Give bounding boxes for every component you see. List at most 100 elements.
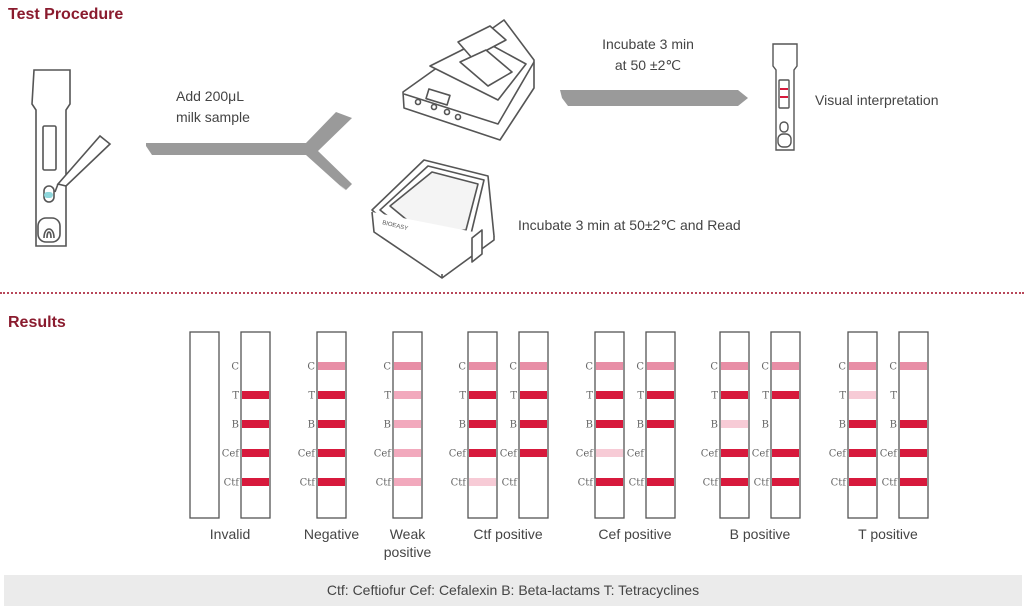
step-add-line-1: Add 200μL <box>176 88 245 104</box>
band-b <box>900 420 927 428</box>
band-label: Cef <box>449 449 468 460</box>
band-label: Ctf <box>578 478 595 489</box>
band-label: B <box>839 420 846 431</box>
band-c <box>318 362 345 370</box>
result-category-label: Invalid <box>175 525 285 543</box>
band-label: T <box>890 391 897 402</box>
band-t <box>849 391 876 399</box>
band-label: C <box>383 362 391 373</box>
step-incubate-text: Incubate 3 min at 50 ±2℃ <box>596 34 700 76</box>
result-category-label: Cef positive <box>580 525 690 543</box>
band-cef <box>394 449 421 457</box>
legend-bar: Ctf: Ceftiofur Cef: Cefalexin B: Beta-la… <box>4 575 1022 606</box>
band-t <box>520 391 547 399</box>
band-t <box>394 391 421 399</box>
step-reader-text: Incubate 3 min at 50±2℃ and Read <box>518 217 741 233</box>
result-strip <box>770 331 801 519</box>
band-ctf <box>469 478 496 486</box>
result-category-line: Weak <box>389 526 426 542</box>
y-arrow <box>146 112 352 191</box>
band-ctf <box>318 478 345 486</box>
band-label: B <box>459 420 466 431</box>
band-label: B <box>586 420 593 431</box>
band-b <box>469 420 496 428</box>
band-label: T <box>586 391 593 402</box>
band-ctf <box>849 478 876 486</box>
band-label: T <box>232 391 239 402</box>
band-t <box>647 391 674 399</box>
band-cef <box>242 449 269 457</box>
band-ctf <box>721 478 748 486</box>
results-heading: Results <box>8 314 66 331</box>
band-b <box>394 420 421 428</box>
band-label: Cef <box>752 449 771 460</box>
section-divider <box>0 292 1024 294</box>
step-add-line-2: milk sample <box>176 109 250 125</box>
result-category-label: Negative <box>277 525 387 543</box>
band-ctf <box>394 478 421 486</box>
band-c <box>772 362 799 370</box>
band-label: B <box>711 420 718 431</box>
band-label: Cef <box>374 449 393 460</box>
band-label: Ctf <box>300 478 317 489</box>
band-cef <box>596 449 623 457</box>
band-c <box>900 362 927 370</box>
step-visual-text: Visual interpretation <box>815 92 939 108</box>
band-label: Ctf <box>376 478 393 489</box>
incubator-icon <box>402 19 535 141</box>
band-label: Cef <box>222 449 241 460</box>
band-label: C <box>307 362 315 373</box>
result-category-label: T positive <box>833 525 943 543</box>
band-t <box>772 391 799 399</box>
band-c <box>849 362 876 370</box>
band-cef <box>849 449 876 457</box>
band-ctf <box>242 478 269 486</box>
band-c <box>596 362 623 370</box>
result-category-label: B positive <box>705 525 815 543</box>
band-label: Ctf <box>703 478 720 489</box>
band-label: Cef <box>701 449 720 460</box>
procedure-diagram: BIOEASY <box>31 19 798 279</box>
band-c <box>394 362 421 370</box>
result-category-line: B positive <box>729 526 791 542</box>
result-category-line: Cef positive <box>598 526 672 542</box>
band-cef <box>318 449 345 457</box>
band-label: T <box>839 391 846 402</box>
band-label: C <box>509 362 517 373</box>
band-b <box>318 420 345 428</box>
band-b <box>520 420 547 428</box>
band-label: Cef <box>298 449 317 460</box>
pipette-icon <box>54 134 112 193</box>
band-label: B <box>308 420 315 431</box>
band-label: Ctf <box>502 478 519 489</box>
band-t <box>469 391 496 399</box>
band-label: B <box>762 420 769 431</box>
band-label: Ctf <box>629 478 646 489</box>
legend-text: Ctf: Ceftiofur Cef: Cefalexin B: Beta-la… <box>326 582 700 598</box>
band-t <box>318 391 345 399</box>
band-b <box>721 420 748 428</box>
band-label: Ctf <box>451 478 468 489</box>
step-add-text: Add 200μL milk sample <box>176 86 250 128</box>
band-label: C <box>585 362 593 373</box>
result-category-line: Negative <box>303 526 360 542</box>
band-label: C <box>710 362 718 373</box>
band-label: T <box>384 391 391 402</box>
step-incubate-line-2: at 50 ±2℃ <box>614 57 682 73</box>
band-ctf <box>647 478 674 486</box>
band-label: B <box>232 420 239 431</box>
band-cef <box>469 449 496 457</box>
band-label: C <box>838 362 846 373</box>
band-c <box>721 362 748 370</box>
test-procedure-heading: Test Procedure <box>8 6 124 23</box>
band-cef <box>900 449 927 457</box>
band-label: C <box>889 362 897 373</box>
band-label: Cef <box>627 449 646 460</box>
band-cef <box>721 449 748 457</box>
band-label: C <box>458 362 466 373</box>
band-label: Cef <box>829 449 848 460</box>
band-label: B <box>384 420 391 431</box>
band-label: C <box>761 362 769 373</box>
